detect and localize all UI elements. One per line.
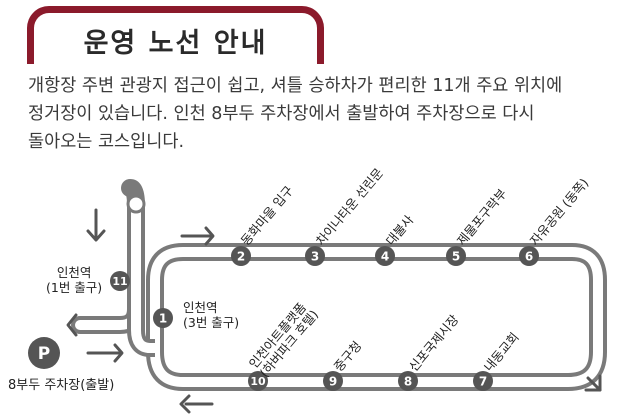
stop-3: 3: [305, 246, 325, 266]
stop-11: 11: [110, 271, 130, 291]
svg-text:2: 2: [237, 250, 245, 264]
start-label: 8부두 주차장(출발): [8, 378, 115, 393]
stop-6: 6: [519, 246, 539, 266]
description: 개항장 주변 관광지 접근이 쉽고, 셔틀 승하차가 편리한 11개 주요 위치…: [28, 72, 618, 156]
svg-text:9: 9: [329, 375, 337, 389]
stop-10: 10: [248, 371, 268, 391]
arrow-right-top-icon: [180, 226, 215, 246]
stop-4: 4: [375, 246, 395, 266]
description-line: 정거장이 있습니다. 인천 8부두 주차장에서 출발하여 주차장으로 다시: [28, 104, 535, 124]
description-line: 개항장 주변 관광지 접근이 쉽고, 셔틀 승하차가 편리한 11개 주요 위치…: [28, 76, 563, 96]
stop-7: 7: [473, 371, 493, 391]
arrow-down-left-icon: [86, 208, 106, 242]
stop-11-label: 인천역 (1번 출구): [46, 265, 103, 295]
title-frame: 운영 노선 안내: [27, 6, 324, 64]
svg-text:1: 1: [159, 312, 167, 326]
svg-text:5: 5: [452, 250, 460, 264]
svg-text:3: 3: [311, 250, 319, 264]
parking-icon-letter: P: [38, 344, 50, 364]
description-line: 돌아오는 코스입니다.: [28, 132, 185, 152]
svg-text:4: 4: [381, 250, 389, 264]
stop-1-label: 인천역 (3번 출구): [183, 300, 240, 330]
stop-5: 5: [446, 246, 466, 266]
arrow-bottom-right-icon: [584, 374, 602, 392]
stop-1: 1: [153, 308, 173, 328]
arrow-left-bottom-icon: [179, 394, 214, 414]
svg-text:7: 7: [479, 375, 487, 389]
svg-text:11: 11: [112, 275, 127, 288]
svg-text:8: 8: [404, 375, 412, 389]
stop-8: 8: [398, 371, 418, 391]
route-end-cap: [126, 194, 146, 214]
page-title: 운영 노선 안내: [83, 28, 268, 59]
svg-text:10: 10: [250, 375, 266, 388]
parking-icon: [28, 337, 60, 369]
arrow-left-spur-icon: [66, 313, 78, 337]
stop-markers: 1 2 3 4 5 6 7 8 9 10 11: [110, 246, 539, 391]
svg-text:6: 6: [525, 250, 533, 264]
stop-2: 2: [231, 246, 251, 266]
arrow-right-start-icon: [86, 343, 124, 363]
stop-9: 9: [323, 371, 343, 391]
